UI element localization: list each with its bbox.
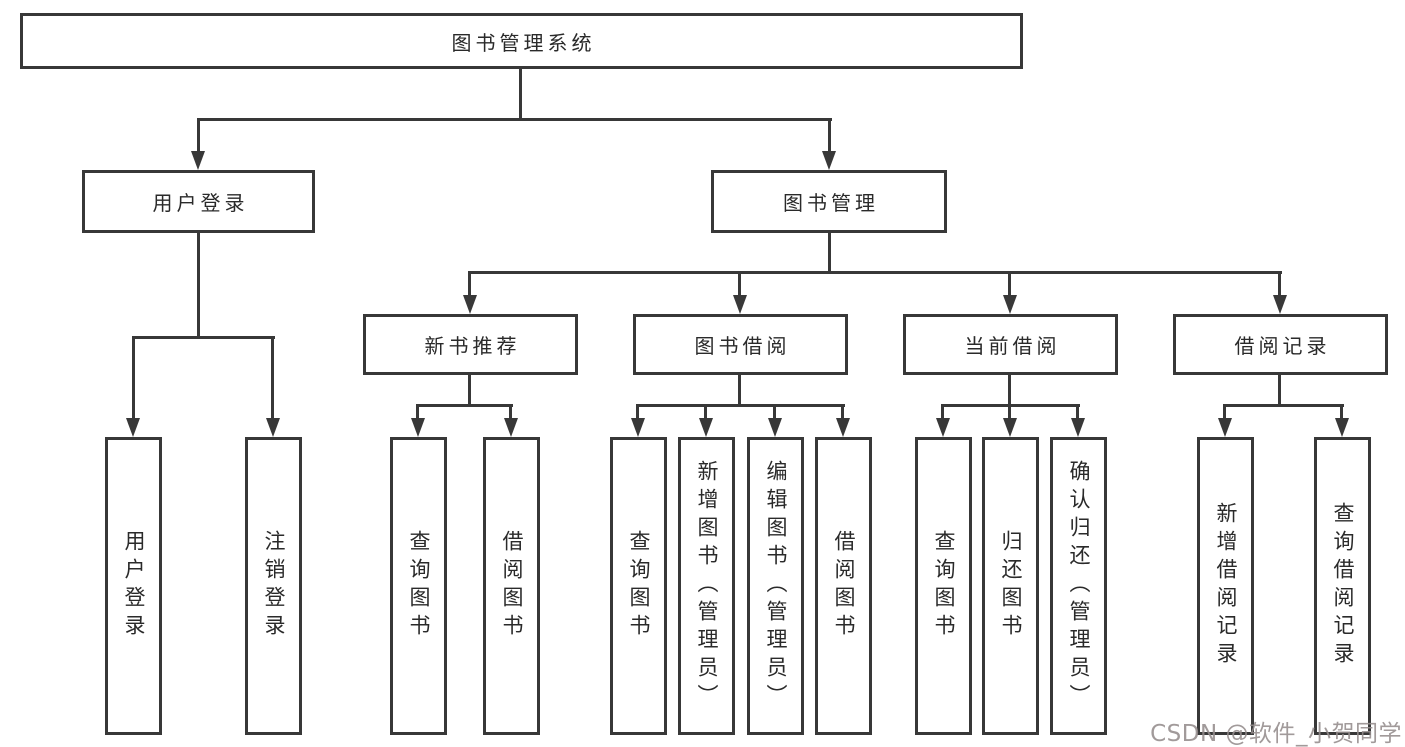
node-leaf-confirm-return-admin: 确认归还（管理员）	[1050, 437, 1107, 735]
node-leaf-query-books-1: 查询图书	[390, 437, 447, 735]
watermark: CSDN @软件_小贺同学	[1150, 721, 1402, 747]
node-leaf-query-books-3: 查询图书	[915, 437, 972, 735]
node-label: 查询借阅记录	[1331, 502, 1355, 670]
node-leaf-logout: 注销登录	[245, 437, 302, 735]
arrowhead	[936, 418, 950, 437]
node-leaf-edit-books-admin: 编辑图书（管理员）	[747, 437, 804, 735]
node-label: 借阅图书	[832, 530, 856, 642]
arrowhead	[822, 151, 836, 170]
connector-line	[416, 404, 419, 420]
node-book-borrowing: 图书借阅	[633, 314, 848, 375]
node-label: 用户登录	[152, 191, 249, 215]
node-leaf-return-books: 归还图书	[982, 437, 1039, 735]
node-label: 图书管理	[783, 191, 879, 215]
arrowhead	[733, 295, 747, 314]
node-label: 查询图书	[407, 530, 431, 642]
connector-line	[637, 404, 845, 407]
connector-line	[468, 271, 1282, 274]
connector-line	[828, 233, 831, 274]
node-label: 新增借阅记录	[1214, 502, 1238, 670]
connector-line	[841, 404, 844, 420]
node-label: 图书管理系统	[451, 30, 596, 55]
node-label: 查询图书	[932, 530, 956, 642]
connector-line	[1008, 271, 1011, 299]
arrowhead	[1003, 418, 1017, 437]
connector-line	[738, 271, 741, 299]
node-leaf-query-borrow-record: 查询借阅记录	[1314, 437, 1371, 735]
connector-line	[132, 336, 275, 339]
connector-line	[468, 271, 471, 299]
connector-line	[197, 233, 200, 339]
connector-line	[773, 404, 776, 420]
arrowhead	[1273, 295, 1287, 314]
connector-line	[197, 118, 200, 154]
arrowhead	[1335, 418, 1349, 437]
arrowhead	[463, 295, 477, 314]
arrowhead	[1071, 418, 1085, 437]
node-leaf-borrow-books-2: 借阅图书	[815, 437, 872, 735]
connector-line	[132, 336, 135, 420]
node-label: 借阅图书	[500, 530, 524, 642]
connector-line	[738, 375, 741, 407]
node-user-login: 用户登录	[82, 170, 315, 233]
arrowhead	[126, 418, 140, 437]
connector-line	[468, 375, 471, 407]
connector-line	[417, 404, 513, 407]
node-borrowing-records: 借阅记录	[1173, 314, 1388, 375]
arrowhead	[411, 418, 425, 437]
arrowhead	[504, 418, 518, 437]
connector-line	[1076, 404, 1079, 420]
node-leaf-add-borrow-record: 新增借阅记录	[1197, 437, 1254, 735]
connector-line	[519, 69, 522, 121]
arrowhead	[191, 151, 205, 170]
connector-line	[704, 404, 707, 420]
node-leaf-user-login: 用户登录	[105, 437, 162, 735]
node-label: 用户登录	[122, 530, 146, 642]
connector-line	[1008, 404, 1011, 420]
node-label: 注销登录	[262, 530, 286, 642]
arrowhead	[768, 418, 782, 437]
node-current-borrowing: 当前借阅	[903, 314, 1118, 375]
node-leaf-query-books-2: 查询图书	[610, 437, 667, 735]
arrowhead	[836, 418, 850, 437]
connector-line	[941, 404, 944, 420]
arrowhead	[631, 418, 645, 437]
node-label: 当前借阅	[964, 334, 1061, 358]
connector-line	[828, 118, 831, 154]
connector-line	[197, 118, 832, 121]
node-label: 归还图书	[999, 530, 1023, 642]
node-label: 借阅记录	[1234, 334, 1331, 358]
arrowhead	[1003, 295, 1017, 314]
node-label: 图书借阅	[694, 334, 791, 358]
connector-line	[509, 404, 512, 420]
arrowhead	[699, 418, 713, 437]
node-label: 查询图书	[627, 530, 651, 642]
connector-line	[271, 336, 274, 420]
node-book-management: 图书管理	[711, 170, 947, 233]
node-library-management-system: 图书管理系统	[20, 13, 1023, 69]
connector-line	[1008, 375, 1011, 407]
node-label: 确认归还（管理员）	[1067, 460, 1091, 712]
node-new-book-recommendation: 新书推荐	[363, 314, 578, 375]
node-label: 新增图书（管理员）	[695, 460, 719, 712]
connector-line	[1223, 404, 1226, 420]
connector-line	[1340, 404, 1343, 420]
node-label: 新书推荐	[424, 334, 521, 358]
node-label: 编辑图书（管理员）	[764, 460, 788, 712]
arrowhead	[266, 418, 280, 437]
connector-line	[1278, 375, 1281, 407]
connector-line	[1278, 271, 1281, 299]
arrowhead	[1218, 418, 1232, 437]
node-leaf-borrow-books-1: 借阅图书	[483, 437, 540, 735]
connector-line	[1223, 404, 1344, 407]
connector-line	[636, 404, 639, 420]
node-leaf-add-books-admin: 新增图书（管理员）	[678, 437, 735, 735]
